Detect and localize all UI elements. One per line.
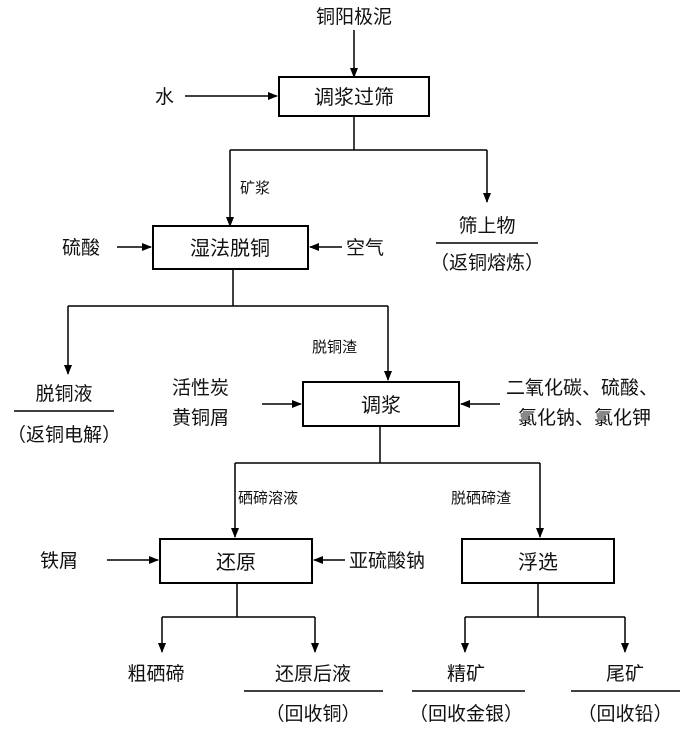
oversize-note: （返铜熔炼）	[430, 252, 544, 274]
process-box-step2: 湿法脱铜	[152, 225, 309, 270]
process-box-step3: 调浆	[302, 381, 460, 427]
step5-label: 浮选	[518, 550, 558, 574]
sulfuric-acid-label: 硫酸	[62, 237, 100, 259]
product-underlines	[14, 242, 680, 692]
process-box-step1: 调浆过筛	[278, 76, 430, 117]
activated-carbon-label: 活性炭	[172, 377, 229, 399]
process-box-step4: 还原	[159, 538, 313, 584]
concentrate-label: 精矿	[447, 663, 485, 685]
step2-label: 湿法脱铜	[190, 236, 270, 260]
process-box-step5: 浮选	[461, 538, 615, 584]
step4-label: 还原	[216, 550, 256, 574]
reduced-liquor-label: 还原后液	[275, 663, 351, 685]
iron-scrap-label: 铁屑	[40, 550, 78, 572]
slurry-label: 矿浆	[240, 179, 270, 197]
brass-scrap-label: 黄铜屑	[172, 407, 229, 429]
air-label: 空气	[346, 237, 384, 259]
reagents-line2: 氯化钠、氯化钾	[518, 407, 651, 429]
raw-material-label: 铜阳极泥	[316, 6, 392, 28]
decopper-liquor-note: （返铜电解）	[7, 424, 121, 446]
step1-label: 调浆过筛	[314, 85, 394, 109]
concentrate-note: （回收金银）	[409, 703, 523, 725]
sodium-sulfite-label: 亚硫酸钠	[349, 550, 425, 572]
connectors	[64, 30, 629, 653]
decopper-liquor-label: 脱铜液	[35, 383, 92, 405]
water-label: 水	[155, 86, 174, 108]
crude-se-te-label: 粗硒碲	[127, 663, 184, 685]
se-te-solution-label: 硒碲溶液	[238, 489, 298, 507]
tailings-label: 尾矿	[606, 663, 644, 685]
de-se-te-residue-label: 脱硒碲渣	[451, 489, 511, 507]
decopper-residue-label: 脱铜渣	[312, 338, 357, 356]
oversize-label: 筛上物	[458, 215, 515, 237]
reagents-line1: 二氧化碳、硫酸、	[506, 377, 658, 399]
tailings-note: （回收铅）	[577, 703, 672, 725]
reduced-liquor-note: （回收铜）	[265, 703, 360, 725]
step3-label: 调浆	[361, 393, 401, 417]
